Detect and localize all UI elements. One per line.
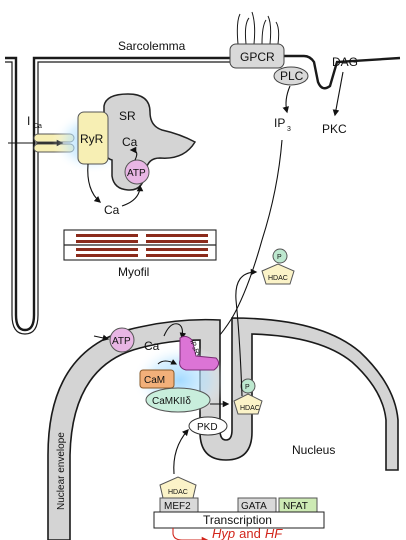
nuclear-envelope: [47, 317, 399, 540]
ca-cytosol-label: Ca: [104, 203, 120, 217]
transcription-complex: HDAC MEF2 GATA NFAT Transcription: [153, 476, 325, 529]
cam-protein: CaM: [139, 369, 175, 389]
ica-label: I: [27, 114, 30, 128]
plc-to-ip3-arrow: [282, 85, 291, 114]
hdac-top-phospho: P: [277, 254, 282, 261]
camkii-delta: CaMKIIδ: [145, 387, 211, 413]
ip3r-receptor: [179, 335, 220, 371]
plc-enzyme: PLC: [273, 66, 309, 86]
hdac-export-arrow: [235, 268, 258, 397]
hdac-phosphorylated-nuclear: HDAC P: [233, 378, 263, 415]
ryr-receptor: RyR: [77, 111, 109, 165]
ip3-label: IP: [274, 116, 285, 130]
ca-reuptake-arrow: [121, 184, 144, 207]
ca-to-cam-arrow: [157, 359, 178, 365]
gata-label: GATA: [241, 501, 267, 512]
sarcoplasmic-reticulum: [103, 93, 197, 191]
camk-label: CaMKIIδ: [152, 396, 191, 407]
gpcr-receptor: GPCR: [229, 11, 285, 69]
plc-label: PLC: [280, 69, 304, 83]
atp-uptake-arrow: [129, 146, 138, 161]
nucleus-label: Nucleus: [292, 443, 335, 457]
hdac-bottom-label: HDAC: [168, 489, 188, 496]
atp-sr-label: ATP: [127, 168, 146, 179]
dag-label: DAG: [332, 55, 358, 69]
ca-release-arrow: [87, 163, 102, 203]
ip3-subscript: 3: [287, 126, 291, 133]
atp-nuclear-arrow: [93, 334, 110, 342]
nuclear-envelope-label: Nuclear envelope: [56, 432, 67, 510]
ryr-label: RyR: [80, 132, 104, 146]
cam-label: CaM: [144, 375, 165, 386]
dag-to-pkc-arrow: [332, 71, 344, 117]
mef2-label: MEF2: [164, 501, 191, 512]
sr-label: SR: [119, 109, 136, 123]
hdac-mid-label: HDAC: [240, 405, 260, 412]
hdac-top-label: HDAC: [268, 275, 288, 282]
myofilament: [63, 229, 217, 261]
transcription-label: Transcription: [203, 513, 272, 527]
pkd-kinase: PKD: [188, 416, 228, 436]
atp-nuclear-label: ATP: [112, 336, 131, 347]
myofil-label: Myofil: [118, 265, 149, 279]
atp-pump-nuclear: [109, 327, 135, 353]
gpcr-label: GPCR: [240, 50, 275, 64]
ip3r-label: IP₃R: [188, 339, 200, 355]
pkd-label: PKD: [197, 422, 218, 433]
pkc-label: PKC: [322, 122, 347, 136]
sarcolemma-membrane: [5, 54, 401, 335]
sr-calcium-label: Ca: [122, 135, 138, 149]
hdac-phosphorylated-cytosol: HDAC P: [261, 248, 295, 285]
atp-pump-sr: [124, 159, 150, 185]
sarcolemma-label: Sarcolemma: [118, 39, 186, 53]
ca-ip3r-loop-arrow: [163, 323, 187, 340]
nfat-label: NFAT: [283, 501, 308, 512]
ica-subscript: Ca: [33, 123, 42, 130]
hdac-mid-phospho: P: [245, 384, 250, 391]
output-arrow: [172, 528, 209, 540]
hdac-to-pkd-arrow: [173, 429, 189, 475]
